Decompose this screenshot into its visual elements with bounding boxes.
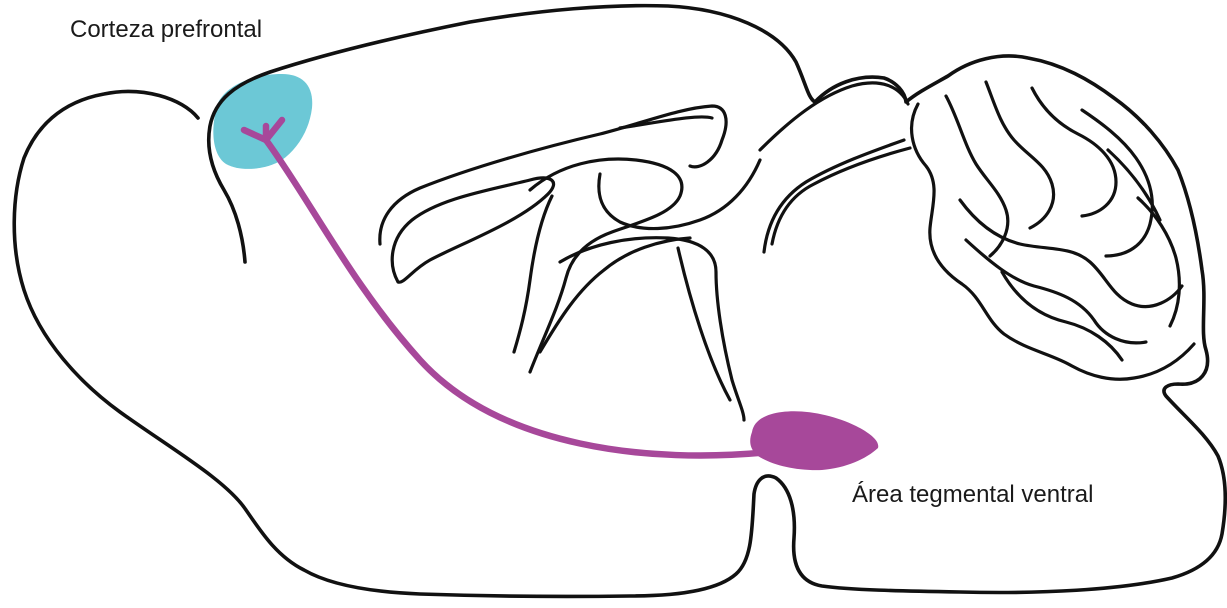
cerebellum-fold-7 xyxy=(1002,272,1122,360)
ventral-tegmental-area-label: Área tegmental ventral xyxy=(852,481,1093,509)
midbrain-boundary-outline xyxy=(678,248,730,400)
ventricle-loop-outline xyxy=(392,178,553,282)
fornix-outline xyxy=(530,159,682,372)
prefrontal-cortex-label: Corteza prefrontal xyxy=(70,16,262,44)
lateral-ventricle-outline xyxy=(620,117,712,128)
cerebellum-fold-1 xyxy=(946,96,1008,256)
dopaminergic-projection-path xyxy=(266,140,770,456)
hypothalamic-tract-outline xyxy=(560,238,744,420)
midbrain-ridge-outline xyxy=(760,83,908,150)
cerebellum-folia-outline xyxy=(912,104,1194,379)
prefrontal-cortex-region xyxy=(213,74,312,169)
cerebellum-fold-3 xyxy=(1032,88,1116,216)
colliculus-boundary-inner-outline xyxy=(772,148,910,244)
optic-tract-outline xyxy=(540,238,690,352)
ventral-tegmental-area-region xyxy=(750,411,878,470)
